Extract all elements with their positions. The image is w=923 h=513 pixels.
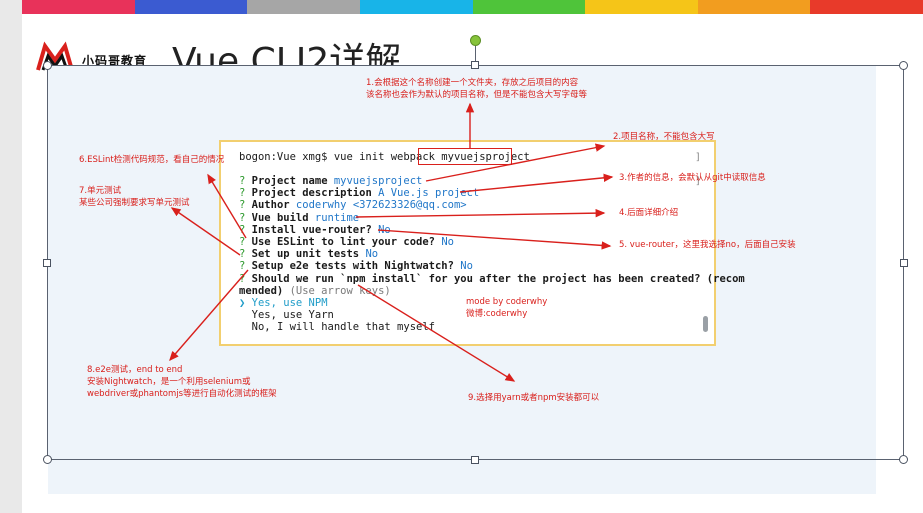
rotate-handle-icon[interactable] <box>470 35 481 46</box>
question-label: Author <box>251 199 296 212</box>
annotation-2: 2.项目名称，不能包含大写 <box>613 132 715 142</box>
question-label: Vue build <box>251 211 315 224</box>
question-marker: ? <box>239 260 252 273</box>
terminal-scrollbar-thumb[interactable] <box>703 316 708 332</box>
question-marker: ? <box>239 211 252 224</box>
question-label: mended) <box>239 284 290 297</box>
color-bar-segment <box>359 0 473 14</box>
terminal-line: ? Install vue-router? No <box>239 224 745 236</box>
npm-install-option[interactable]: No, I will handle that myself <box>239 321 745 333</box>
annotation-text: 7.单元测试 <box>79 186 122 196</box>
annotation-7: 7.单元测试 某些公司强制要求写单元测试 <box>79 185 190 209</box>
color-bar-segment <box>810 0 923 14</box>
question-marker: ? <box>239 175 252 187</box>
color-bar-segment <box>585 0 698 14</box>
annotation-5: 5. vue-router，这里我选择no，后面自己安装 <box>619 240 796 250</box>
credit-text: mode by coderwhy <box>466 297 548 307</box>
prompt-text: bogon:Vue xmg$ vue init webpack <box>239 151 442 163</box>
question-answer: runtime <box>314 211 360 224</box>
question-label: Set up unit tests <box>251 248 366 261</box>
terminal-line: ? Project description A Vue.js project <box>239 187 745 199</box>
annotation-text: 该名称也会作为默认的项目名称，但是不能包含大写字母等 <box>366 90 588 100</box>
option-text: Yes, use NPM <box>251 297 328 310</box>
annotation-text: 1.会根据这个名称创建一个文件夹，存放之后项目的内容 <box>366 78 579 88</box>
selected-pointer-icon: ❯ <box>239 297 252 310</box>
resize-handle-bottom[interactable] <box>471 456 479 464</box>
question-label: Use ESLint to lint your code? <box>251 236 442 249</box>
annotation-6: 6.ESLint检测代码规范，看自己的情况 <box>79 155 225 165</box>
question-answer: No <box>441 236 454 249</box>
question-answer: No <box>460 260 473 273</box>
terminal-line: ? Set up unit tests No <box>239 248 745 260</box>
resize-handle-top-right[interactable] <box>899 61 908 70</box>
question-answer: coderwhy <372623326@qq.com> <box>295 199 467 212</box>
question-marker: ? <box>239 236 252 249</box>
resize-handle-left[interactable] <box>43 259 51 267</box>
npm-install-option[interactable]: Yes, use Yarn <box>239 309 745 321</box>
project-name-highlight-box <box>418 148 512 165</box>
annotation-3: 3.作者的信息，会默认从git中读取信息 <box>619 173 766 183</box>
color-bar-segment <box>472 0 586 14</box>
question-marker: ? <box>239 272 252 285</box>
rotation-connector <box>475 46 476 65</box>
slide-title[interactable]: Vue CLI2详解 <box>172 41 402 68</box>
option-text: Yes, use Yarn <box>251 309 334 322</box>
resize-handle-bottom-right[interactable] <box>899 455 908 464</box>
terminal-line: ? Author coderwhy <372623326@qq.com> <box>239 199 745 211</box>
terminal-right-bracket: ] <box>695 176 702 187</box>
annotation-text: 安装Nightwatch，是一个利用selenium或 <box>87 377 251 387</box>
annotation-text: webdriver或phantomjs等进行自动化测试的框架 <box>87 389 277 399</box>
terminal-output: ? Project name myvuejsproject? Project d… <box>239 175 745 334</box>
color-bar-segment <box>247 0 360 14</box>
question-label: Setup e2e tests with Nightwatch? <box>251 260 461 273</box>
brand-name: 小码哥教育 <box>82 54 148 68</box>
slide-color-bar <box>22 0 923 14</box>
annotation-8: 8.e2e测试，end to end 安装Nightwatch，是一个利用sel… <box>87 364 277 400</box>
terminal-line: ? Should we run `npm install` for you af… <box>239 273 745 285</box>
annotation-1: 1.会根据这个名称创建一个文件夹，存放之后项目的内容 该名称也会作为默认的项目名… <box>366 77 587 101</box>
option-indent <box>239 309 252 321</box>
npm-install-option[interactable]: ❯ Yes, use NPM <box>239 297 745 309</box>
color-bar-segment <box>22 0 135 14</box>
question-answer: No <box>365 248 379 261</box>
question-answer: No <box>378 223 391 236</box>
option-indent <box>239 321 252 333</box>
annotation-4: 4.后面详细介绍 <box>619 208 679 218</box>
option-text: No, I will handle that myself <box>251 321 435 334</box>
question-label: Should we run `npm install` for you afte… <box>251 272 745 285</box>
resize-handle-right[interactable] <box>900 259 908 267</box>
question-hint: (Use arrow keys) <box>289 284 391 297</box>
annotation-text: 某些公司强制要求写单元测试 <box>79 198 190 208</box>
question-marker: ? <box>239 248 252 261</box>
resize-handle-top[interactable] <box>471 61 479 69</box>
terminal-right-bracket: ] <box>695 152 702 163</box>
question-label: Install vue-router? <box>251 223 379 236</box>
resize-handle-bottom-left[interactable] <box>43 455 52 464</box>
question-marker: ? <box>239 223 252 236</box>
question-answer: myvuejsproject <box>333 175 423 187</box>
color-bar-segment <box>134 0 248 14</box>
question-label: Project name <box>251 175 334 187</box>
question-marker: ? <box>239 187 252 200</box>
credit-text: 微博:coderwhy <box>466 309 528 319</box>
question-label: Project description <box>251 187 379 200</box>
question-answer: A Vue.js project <box>378 187 480 200</box>
resize-handle-top-left[interactable] <box>43 61 52 70</box>
annotation-9: 9.选择用yarn或者npm安装都可以 <box>468 393 600 403</box>
annotation-text: 8.e2e测试，end to end <box>87 365 183 375</box>
color-bar-segment <box>697 0 811 14</box>
question-marker: ? <box>239 199 252 212</box>
watermark-credit: mode by coderwhy 微博:coderwhy <box>466 296 547 320</box>
terminal-line: ? Setup e2e tests with Nightwatch? No <box>239 260 745 272</box>
